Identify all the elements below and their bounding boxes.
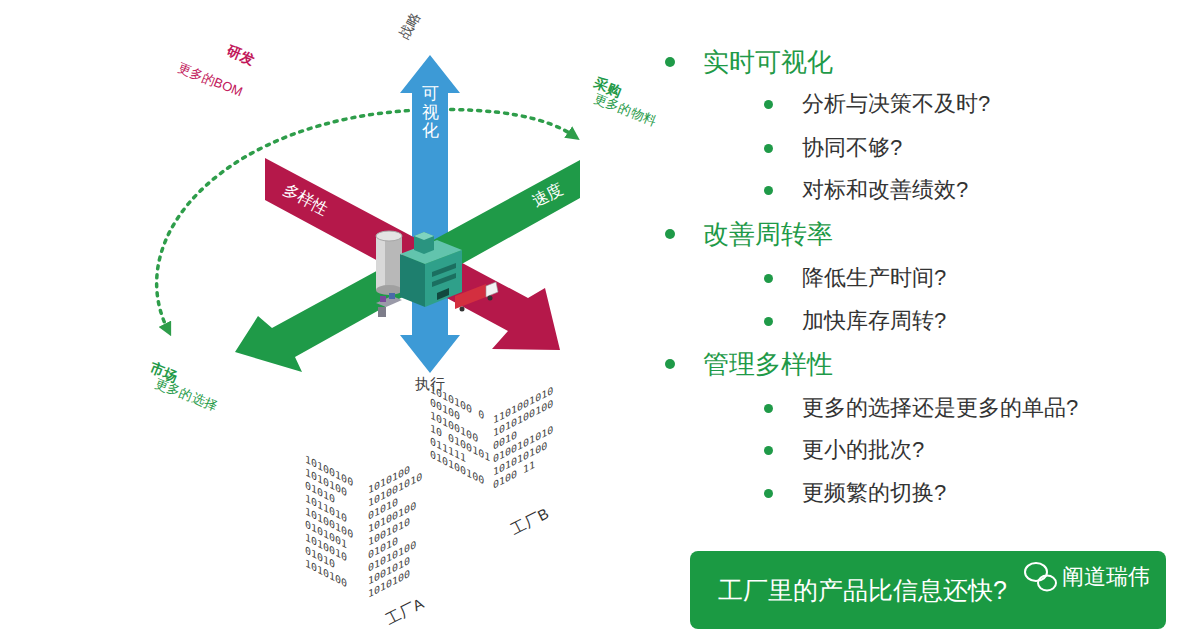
list-item: 更小的批次? (802, 435, 924, 465)
list-item: 实时可视化 (703, 45, 833, 80)
crate (380, 296, 386, 302)
bullet-dot (764, 274, 773, 283)
node-text: 可视化 (422, 85, 439, 141)
bubble (1038, 576, 1056, 591)
machine (378, 307, 386, 317)
function-note: 更多的BOM (175, 59, 245, 101)
window-row (432, 273, 456, 287)
conclusion-box: 工厂里的产品比信息还快? (690, 551, 1166, 629)
bullet-dot (764, 144, 773, 153)
function-label: 研发 (224, 42, 257, 69)
silo-body (376, 236, 402, 290)
list-item: 协同不够? (802, 133, 902, 163)
bullet-dot (764, 317, 773, 326)
binary-face: 10100100 1010100 01010 1011010 10100100 … (305, 452, 368, 601)
wheel (460, 307, 465, 312)
silo-top (376, 231, 402, 241)
bullet-dot (764, 100, 773, 109)
list-item: 更频繁的切换? (802, 478, 946, 508)
silo-shine (376, 236, 385, 290)
bullet-dot (764, 446, 773, 455)
shape-fill (400, 55, 460, 373)
cab (486, 282, 498, 297)
factory-building (400, 232, 462, 307)
shape-fill (235, 160, 580, 372)
watermark: 阐道瑞伟 (1062, 562, 1150, 592)
function-note: 更多的选择 (152, 374, 219, 415)
list-item: 加快库存周转? (802, 306, 946, 336)
list-item: 更多的选择还是更多的单品? (802, 393, 1078, 423)
bullet-dot (764, 404, 773, 413)
bubble (1025, 563, 1047, 581)
bullet-dot (665, 57, 675, 67)
list-item: 降低生产时间? (802, 263, 946, 293)
crate (389, 293, 395, 299)
list-item: 对标和改善绩效? (802, 175, 968, 205)
wheel (488, 296, 493, 301)
bullet-dot (665, 359, 675, 369)
building-tower (414, 232, 434, 254)
visibility-axis-arrow: 可视化 (400, 55, 460, 375)
factory-label: 工厂A (383, 594, 427, 629)
silo (376, 231, 402, 295)
binary-face: 1101001010 1010100100 0010 0100101010 10… (493, 382, 556, 492)
binary-face: 1010100 101001010 01010 10100100 1001010… (368, 452, 431, 601)
function-note: 更多的物料 (591, 89, 658, 130)
trailer (455, 284, 486, 309)
wechat-icon (1025, 563, 1056, 591)
truck (455, 282, 498, 312)
list-item: 分析与决策不及时? (802, 89, 990, 119)
door (437, 288, 449, 300)
node-text: 工厂里的产品比信息还快? (718, 574, 1007, 607)
conveyor (376, 293, 402, 317)
binary-face: 1010100 0 00100 10100100 10 0100101 0111… (430, 382, 493, 492)
bullet-dot (764, 186, 773, 195)
tower-top (414, 232, 434, 240)
axis-end-label: 战略 (395, 9, 424, 42)
bullet-dot (764, 489, 773, 498)
list-item: 管理多样性 (703, 347, 833, 382)
bullet-dot (665, 229, 675, 239)
list-item: 改善周转率 (703, 217, 833, 252)
factory-label: 工厂B (508, 504, 552, 539)
